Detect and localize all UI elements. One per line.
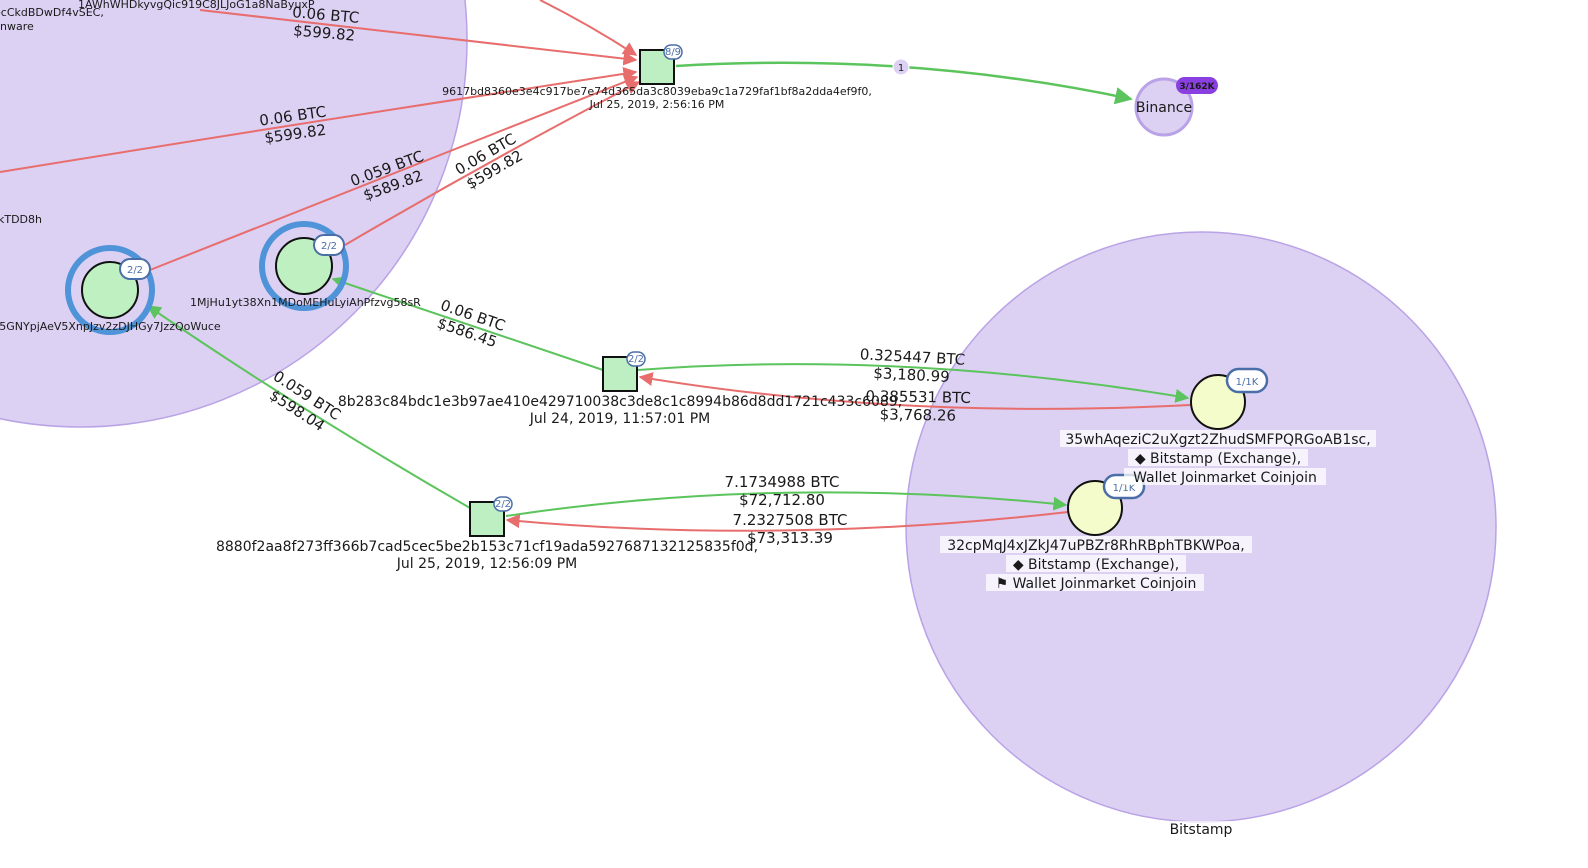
address-ring-a1 <box>65 245 155 335</box>
cluster-partial-label-1: 1AWhWHDkyvgQic919C8JLJoG1a8NaByuxP <box>78 0 315 11</box>
tx-time-t1: Jul 25, 2019, 2:56:16 PM <box>589 98 725 111</box>
svg-text:7.2327508 BTC: 7.2327508 BTC <box>733 511 848 529</box>
tx-badge-t1-text: 8/9 <box>665 47 681 58</box>
address-badge-b2-text: 1/1K <box>1113 483 1136 494</box>
tx-badge-t3[interactable] <box>493 496 513 512</box>
edge-label-b2-t3: 7.2327508 BTC $73,313.39 <box>733 511 848 547</box>
edge-label-t3-b2: 7.1734988 BTC $72,712.80 <box>725 473 840 509</box>
binance-badge[interactable] <box>1176 77 1218 94</box>
binance-badge-text: 3/162K <box>1179 82 1215 92</box>
edge-label-b1-t2: 0.385531 BTC $3,768.26 <box>865 387 971 425</box>
svg-text:$3,180.99: $3,180.99 <box>873 364 950 386</box>
edge-b1-into-t2[interactable] <box>638 372 1191 410</box>
edge-t2-to-a2[interactable] <box>331 276 604 371</box>
edge-topleft-into-t1[interactable] <box>199 9 638 66</box>
binance-node[interactable] <box>1134 77 1194 137</box>
edge-label-t2-b1: 0.325447 BTC $3,180.99 <box>859 345 965 386</box>
cluster-bitstamp[interactable] <box>905 231 1497 823</box>
address-badge-a2[interactable] <box>313 234 345 256</box>
svg-text:$599.82: $599.82 <box>293 21 356 44</box>
address-label-a1[interactable]: J5GNYpjAeV5XnpJzv2zDJHGy7JzzQoWuce <box>0 320 221 333</box>
address-label-b1-line1[interactable]: 35whAqeziC2uXgzt2ZhudSMFPQRGoAB1sc, <box>1065 432 1370 448</box>
tx-badge-t2[interactable] <box>626 351 646 367</box>
tx-badge-t2-text: 2/2 <box>628 354 644 365</box>
address-label-b1-line3: Wallet Joinmarket Coinjoin <box>1133 470 1317 486</box>
edge-count-label: 1 <box>898 63 904 74</box>
edge-t2-to-b1[interactable] <box>637 363 1190 403</box>
svg-text:7.1734988 BTC: 7.1734988 BTC <box>725 473 840 491</box>
tx-hash-t3[interactable]: 8880f2aa8f273ff366b7cad5cec5be2b153c71cf… <box>216 539 758 555</box>
edge-mid-into-t1[interactable] <box>0 66 638 173</box>
edge-label-t3-a1: 0.059 BTC $598.04 <box>266 367 344 435</box>
svg-text:$72,712.80: $72,712.80 <box>739 491 825 509</box>
svg-text:0.385531 BTC: 0.385531 BTC <box>865 387 971 407</box>
tx-badge-t1[interactable] <box>663 44 683 60</box>
tx-time-t2: Jul 24, 2019, 11:57:01 PM <box>529 411 710 427</box>
edge-count-marker[interactable] <box>892 58 910 76</box>
tx-badge-t3-text: 2/2 <box>495 499 511 510</box>
svg-text:$3,768.26: $3,768.26 <box>880 405 957 424</box>
address-badge-a1-text: 2/2 <box>127 265 143 276</box>
edge-t3-to-b2[interactable] <box>505 491 1068 517</box>
tx-hash-t1[interactable]: 9617bd8360e3e4c917be7e74d365da3c8039eba9… <box>442 85 872 98</box>
address-label-a2[interactable]: 1MjHu1yt38Xn1MDoMEHuLyiAhPfzvg58sR <box>190 296 421 309</box>
edge-label-t2-a2: 0.06 BTC $586.45 <box>435 296 508 351</box>
address-badge-a2-text: 2/2 <box>321 241 337 252</box>
address-ring-a2 <box>259 221 349 311</box>
cluster-partial-label-3: nware <box>0 20 34 33</box>
svg-text:0.06 BTC: 0.06 BTC <box>292 3 361 27</box>
cluster-partial-label-2: ecCkdBDwDf4vSEC, <box>0 6 104 19</box>
edge-t3-to-a1[interactable] <box>146 305 471 509</box>
svg-text:0.325447 BTC: 0.325447 BTC <box>859 345 965 368</box>
edge-label-top: 0.06 BTC $599.82 <box>292 3 361 44</box>
tx-hash-t2[interactable]: 8b283c84bdc1e3b97ae410e429710038c3de8c1c… <box>338 394 902 410</box>
cluster-partial-label-4: kTDD8h <box>0 213 42 226</box>
edge-top-into-t1[interactable] <box>539 0 638 56</box>
address-label-b1-line2: ◆ Bitstamp (Exchange), <box>1135 451 1301 467</box>
edge-label-a2-t1: 0.06 BTC $599.82 <box>452 130 526 193</box>
edge-b2-into-t3[interactable] <box>505 511 1069 532</box>
address-badge-a1[interactable] <box>119 258 151 280</box>
address-label-b2-line1[interactable]: 32cpMqJ4xJZkJ47uPBZr8RhRBphTBKWPoa, <box>947 538 1245 554</box>
address-badge-b1[interactable] <box>1225 367 1269 394</box>
edge-a2-into-t1[interactable] <box>344 81 641 246</box>
bitstamp-cluster-label: Bitstamp <box>1170 822 1233 838</box>
svg-text:$73,313.39: $73,313.39 <box>747 529 833 547</box>
address-badge-b1-text: 1/1K <box>1236 377 1259 388</box>
address-label-b2-line2: ◆ Bitstamp (Exchange), <box>1013 557 1179 573</box>
tx-time-t3: Jul 25, 2019, 12:56:09 PM <box>396 556 577 572</box>
binance-label: Binance <box>1136 100 1192 116</box>
address-label-b2-line3: ⚑ Wallet Joinmarket Coinjoin <box>996 576 1197 592</box>
edge-a1-into-t1[interactable] <box>149 75 639 271</box>
